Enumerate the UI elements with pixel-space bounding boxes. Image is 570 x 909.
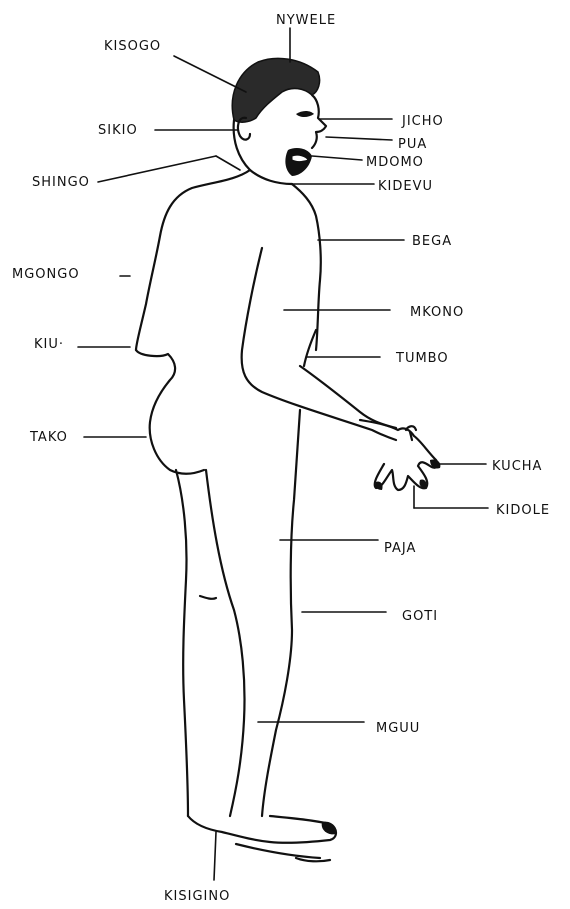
arm-outline	[242, 248, 396, 440]
label-kidevu: KIDEVU	[378, 179, 433, 194]
label-pua: PUA	[398, 137, 427, 152]
label-kisogo: KISOGO	[104, 39, 161, 54]
label-paja: PAJA	[384, 541, 416, 556]
labels: NYWELE KISOGO SIKIO SHINGO MGONGO KIU· T…	[12, 13, 550, 904]
label-sikio: SIKIO	[98, 123, 138, 138]
leader-lines	[78, 28, 488, 880]
buttocks-outline	[136, 350, 204, 474]
label-mguu: MGUU	[376, 721, 420, 736]
label-shingo: SHINGO	[32, 175, 90, 190]
arm-inner-outline	[300, 366, 396, 428]
label-kisigino: KISIGINO	[164, 889, 230, 904]
eye-drawing	[296, 111, 314, 117]
back-outline	[136, 170, 250, 350]
label-kucha: KUCHA	[492, 459, 542, 474]
label-kiuno: KIU·	[34, 337, 64, 352]
label-kidole: KIDOLE	[496, 503, 550, 518]
belly-outline	[304, 330, 316, 366]
front-leg-outline	[262, 410, 300, 816]
label-tumbo: TUMBO	[395, 351, 449, 366]
label-goti: GOTI	[402, 609, 438, 624]
label-jicho: JICHO	[401, 114, 444, 129]
label-bega: BEGA	[412, 234, 452, 249]
label-mkono: MKONO	[410, 305, 464, 320]
label-tako: TAKO	[29, 430, 68, 445]
shoulder-outline	[292, 184, 321, 350]
label-nywele: NYWELE	[276, 13, 336, 28]
back-leg-outline	[176, 470, 188, 816]
label-mdomo: MDOMO	[366, 155, 424, 170]
feet-outline	[188, 816, 336, 843]
label-mgongo: MGONGO	[12, 267, 80, 282]
